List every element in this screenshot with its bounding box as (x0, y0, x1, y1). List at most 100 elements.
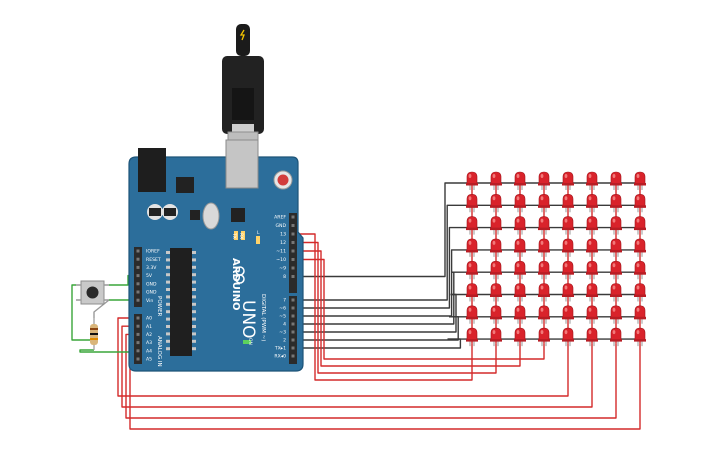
reset-button[interactable] (277, 174, 289, 186)
led[interactable] (586, 238, 598, 257)
led[interactable] (538, 171, 550, 190)
led[interactable] (514, 327, 526, 347)
led[interactable] (514, 283, 526, 302)
led[interactable] (466, 327, 478, 347)
led[interactable] (538, 327, 550, 347)
pin-label-power_pins: Vin (146, 298, 153, 304)
pin-label-digital_pins_top: AREF (274, 215, 286, 221)
led[interactable] (466, 305, 478, 324)
tx-label: TX (231, 232, 237, 239)
crystal-oscillator (202, 202, 220, 230)
led[interactable] (490, 305, 502, 324)
led[interactable] (586, 216, 598, 235)
led[interactable] (514, 260, 526, 280)
pin-label-digital_pins_bottom: ~5 (279, 314, 286, 320)
led[interactable] (490, 216, 502, 235)
led[interactable] (514, 193, 526, 213)
led[interactable] (538, 283, 550, 302)
pin-label-power_pins: GND (146, 281, 157, 287)
digital-header-top (289, 213, 297, 293)
row-wire-3[interactable] (295, 249, 454, 317)
led[interactable] (586, 305, 598, 324)
pin-label-digital_pins_top: 8 (283, 274, 286, 280)
led[interactable] (586, 260, 598, 280)
led[interactable] (610, 171, 622, 190)
led[interactable] (562, 260, 574, 280)
row-wire-2[interactable] (295, 226, 455, 309)
led[interactable] (466, 171, 478, 190)
led[interactable] (514, 171, 526, 190)
row-wire-4[interactable] (295, 271, 455, 325)
led[interactable] (490, 193, 502, 213)
column-wire-3[interactable] (295, 258, 545, 360)
led[interactable] (586, 327, 598, 347)
led[interactable] (466, 260, 478, 280)
push-button[interactable] (76, 280, 109, 305)
pin-label-digital_pins_bottom: 7 (283, 298, 286, 304)
column-wire-0[interactable] (295, 233, 473, 381)
led[interactable] (538, 216, 550, 235)
led[interactable] (490, 238, 502, 257)
analog-header (134, 314, 142, 364)
led[interactable] (538, 305, 550, 324)
led[interactable] (562, 305, 574, 324)
led[interactable] (586, 193, 598, 213)
led[interactable] (610, 283, 622, 302)
led[interactable] (610, 260, 622, 280)
led[interactable] (562, 283, 574, 302)
led[interactable] (538, 238, 550, 257)
led[interactable] (490, 283, 502, 302)
led[interactable] (610, 193, 622, 213)
pin-label-analog_pins: A1 (146, 324, 152, 330)
led[interactable] (610, 305, 622, 324)
pin-label-analog_pins: A4 (146, 348, 152, 354)
led[interactable] (490, 260, 502, 280)
led[interactable] (634, 327, 646, 347)
led[interactable] (610, 216, 622, 235)
power-jack (138, 148, 166, 192)
led[interactable] (538, 193, 550, 213)
led[interactable] (562, 171, 574, 190)
column-wire-4[interactable] (117, 317, 569, 397)
led[interactable] (634, 305, 646, 324)
led[interactable] (610, 238, 622, 257)
led[interactable] (562, 327, 574, 347)
led[interactable] (634, 260, 646, 280)
pin-label-power_pins: 5V (146, 273, 153, 279)
button-resistor-wire[interactable] (71, 284, 94, 341)
led[interactable] (490, 171, 502, 190)
led[interactable] (466, 238, 478, 257)
row-wire-6[interactable] (295, 316, 459, 341)
pin-label-digital_pins_bottom: ~3 (279, 330, 286, 336)
led[interactable] (514, 216, 526, 235)
column-wire-1[interactable] (295, 241, 497, 374)
led[interactable] (538, 260, 550, 280)
led[interactable] (562, 238, 574, 257)
row-wire-5[interactable] (295, 293, 457, 333)
led[interactable] (466, 193, 478, 213)
led[interactable] (466, 216, 478, 235)
led[interactable] (490, 327, 502, 347)
led[interactable] (562, 216, 574, 235)
led[interactable] (586, 171, 598, 190)
arduino-uno-board[interactable]: IOREFRESET3.3V5VGNDGNDVinA0A1A2A3A4A5ARE… (128, 139, 304, 372)
row-wire-1[interactable] (295, 204, 457, 301)
row-wire-0[interactable] (295, 182, 458, 278)
led[interactable] (466, 283, 478, 302)
led[interactable] (634, 193, 646, 213)
led[interactable] (634, 283, 646, 302)
led[interactable] (634, 216, 646, 235)
led[interactable] (634, 238, 646, 257)
led[interactable] (610, 327, 622, 347)
row-wire-7[interactable] (295, 338, 462, 349)
led[interactable] (514, 305, 526, 324)
led[interactable] (586, 283, 598, 302)
led[interactable] (562, 193, 574, 213)
led[interactable] (634, 171, 646, 190)
led[interactable] (514, 238, 526, 257)
pin-label-digital_pins_bottom: RX◂0 (274, 354, 286, 360)
arduino-logo-icon (235, 266, 245, 284)
pin-label-power_pins: IOREF (146, 249, 160, 255)
column-wire-5[interactable] (121, 325, 593, 408)
